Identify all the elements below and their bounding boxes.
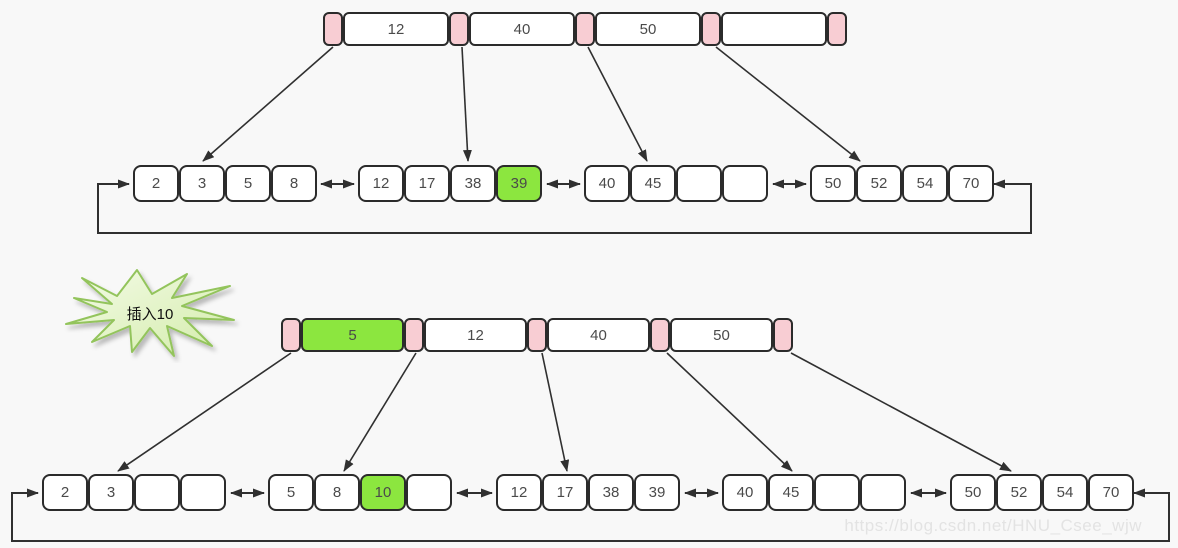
pointer-cell [773, 318, 793, 352]
leaf-cell: 8 [314, 474, 360, 511]
leaf-cell: 3 [88, 474, 134, 511]
pointer-cell [323, 12, 343, 46]
key-cell-highlighted: 5 [301, 318, 404, 352]
tree-edge [461, 46, 472, 162]
key-cell: 50 [595, 12, 701, 46]
leaf-cell [722, 165, 768, 202]
pointer-cell [650, 318, 670, 352]
pointer-cell [701, 12, 721, 46]
leaf-cell: 5 [225, 165, 271, 202]
key-cell: 12 [424, 318, 527, 352]
top-tree-edges [202, 46, 861, 162]
leaf-cell [860, 474, 906, 511]
leaf-cell: 54 [902, 165, 948, 202]
leaf-node: 12 17 38 39 [496, 474, 680, 511]
key-cell: 12 [343, 12, 449, 46]
pointer-cell [404, 318, 424, 352]
leaf-cell: 70 [948, 165, 994, 202]
pointer-cell [449, 12, 469, 46]
leaf-cell: 40 [722, 474, 768, 511]
leaf-cell: 39 [634, 474, 680, 511]
leaf-cell: 45 [768, 474, 814, 511]
leaf-cell: 38 [588, 474, 634, 511]
leaf-node: 12 17 38 39 [358, 165, 542, 202]
leaf-cell: 50 [950, 474, 996, 511]
leaf-cell: 54 [1042, 474, 1088, 511]
pointer-cell [281, 318, 301, 352]
leaf-cell: 5 [268, 474, 314, 511]
leaf-node: 40 45 [584, 165, 768, 202]
leaf-cell: 12 [358, 165, 404, 202]
insert-callout-label: 插入10 [126, 306, 174, 323]
leaf-cell: 38 [450, 165, 496, 202]
leaf-cell-highlighted: 39 [496, 165, 542, 202]
leaf-node: 50 52 54 70 [950, 474, 1134, 511]
tree-edge [202, 46, 334, 162]
leaf-node: 2 3 [42, 474, 226, 511]
key-cell: 40 [547, 318, 650, 352]
leaf-cell: 17 [542, 474, 588, 511]
leaf-cell: 45 [630, 165, 676, 202]
top-circular-link [97, 179, 1032, 234]
internal-node-bottom: 5 12 40 50 [281, 318, 793, 352]
key-cell [721, 12, 827, 46]
pointer-cell [575, 12, 595, 46]
leaf-cell: 3 [179, 165, 225, 202]
insert-callout-burst [65, 269, 235, 357]
starburst-shape [65, 269, 235, 357]
leaf-cell: 12 [496, 474, 542, 511]
internal-node-top: 12 40 50 [323, 12, 847, 46]
leaf-cell: 52 [856, 165, 902, 202]
leaf-cell: 40 [584, 165, 630, 202]
leaf-cell: 52 [996, 474, 1042, 511]
leaf-cell: 8 [271, 165, 317, 202]
leaf-node: 40 45 [722, 474, 906, 511]
tree-edge [790, 352, 1012, 472]
watermark: https://blog.csdn.net/HNU_Csee_wjw [844, 516, 1142, 535]
leaf-cell: 70 [1088, 474, 1134, 511]
leaf-cell [676, 165, 722, 202]
leaf-node: 5 8 10 [268, 474, 452, 511]
tree-edge [587, 46, 648, 162]
leaf-cell [134, 474, 180, 511]
tree-edge [715, 46, 861, 162]
pointer-cell [827, 12, 847, 46]
tree-edge [541, 352, 570, 472]
leaf-cell: 2 [42, 474, 88, 511]
leaf-node: 50 52 54 70 [810, 165, 994, 202]
tree-edge [117, 352, 292, 472]
leaf-cell: 2 [133, 165, 179, 202]
leaf-cell [814, 474, 860, 511]
bottom-circular-link [11, 488, 1170, 542]
leaf-node: 2 3 5 8 [133, 165, 317, 202]
leaf-cell [406, 474, 452, 511]
key-cell: 40 [469, 12, 575, 46]
leaf-cell-highlighted: 10 [360, 474, 406, 511]
leaf-cell: 50 [810, 165, 856, 202]
tree-edge [666, 352, 793, 472]
pointer-cell [527, 318, 547, 352]
leaf-cell: 17 [404, 165, 450, 202]
leaf-cell [180, 474, 226, 511]
tree-edge [343, 352, 417, 472]
key-cell: 50 [670, 318, 773, 352]
bottom-tree-edges [117, 352, 1012, 472]
